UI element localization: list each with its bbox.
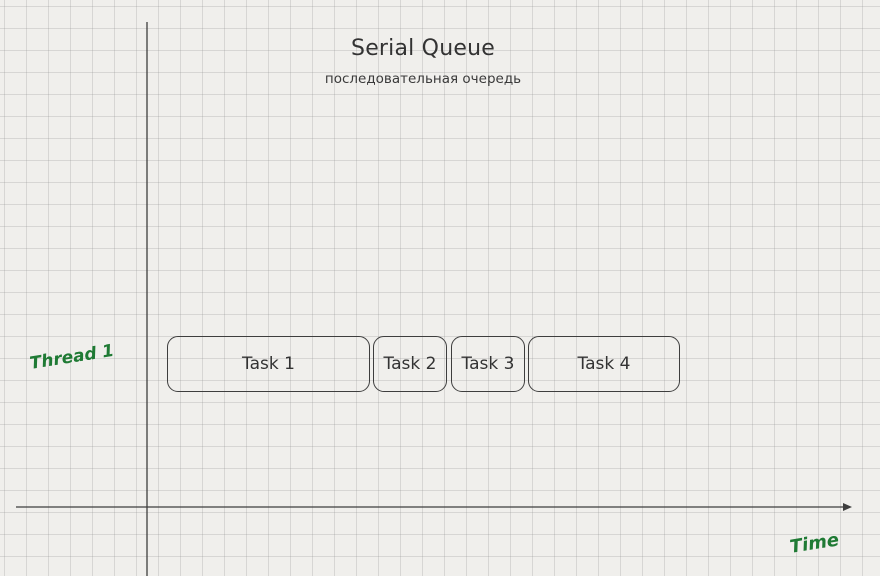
task-4-block: Task 4: [528, 336, 680, 392]
task-2-block: Task 2: [373, 336, 447, 392]
task-1-block: Task 1: [167, 336, 370, 392]
diagram-subtitle: последовательная очередь: [324, 71, 522, 87]
task-3-block: Task 3: [451, 336, 525, 392]
diagram-title: Serial Queue: [351, 36, 495, 61]
x-axis-arrowhead: [843, 503, 852, 511]
